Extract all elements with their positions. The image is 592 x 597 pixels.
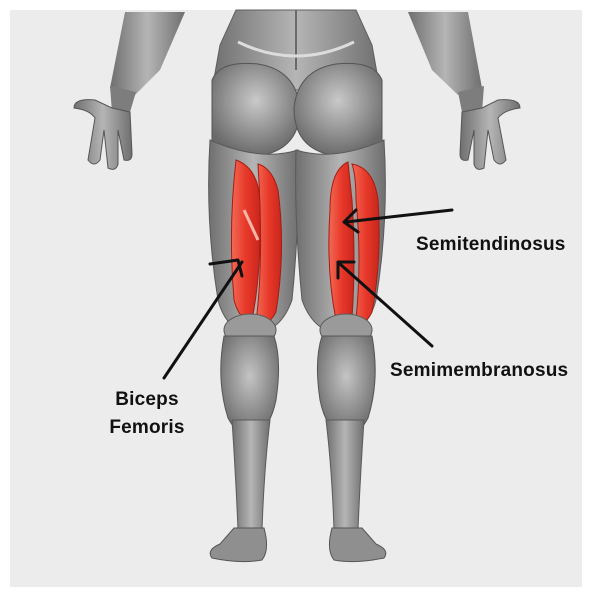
left-foot — [210, 528, 266, 562]
right-arm — [408, 12, 520, 169]
left-arm — [74, 12, 185, 169]
label-semitendinosus: Semitendinosus — [416, 234, 566, 256]
label-biceps-line1: Biceps — [102, 386, 192, 414]
label-semimembranosus: Semimembranosus — [390, 360, 568, 382]
right-glute — [294, 63, 382, 156]
right-lower-leg — [326, 420, 364, 530]
label-biceps-femoris: Biceps Femoris — [102, 386, 192, 442]
left-glute — [212, 63, 300, 156]
left-lower-leg — [232, 420, 270, 530]
right-foot — [329, 528, 385, 562]
label-biceps-line2: Femoris — [102, 414, 192, 442]
